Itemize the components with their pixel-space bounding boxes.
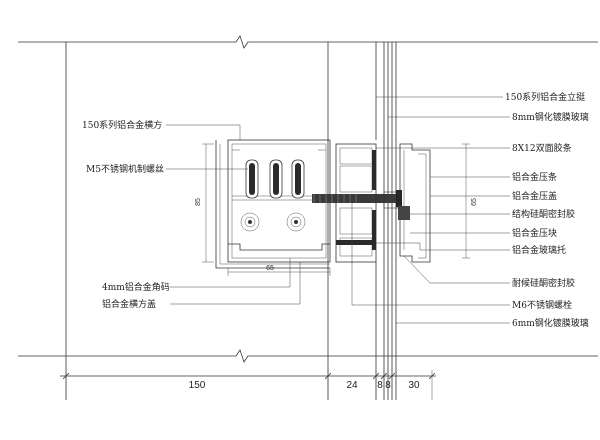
label-pressure-strip: 铝合金压条 bbox=[512, 171, 557, 183]
dim-65-right-label: 65 bbox=[471, 198, 478, 206]
screw-bosses bbox=[240, 212, 306, 232]
label-tape: 8X12双面胶条 bbox=[512, 142, 572, 154]
mullion-detail bbox=[335, 143, 377, 263]
dim-8b-label: 8 bbox=[385, 380, 391, 391]
label-m5-screw: M5不锈钢机制螺丝 bbox=[86, 163, 164, 175]
dim-8a-label: 8 bbox=[377, 380, 383, 391]
dim-150-label: 150 bbox=[189, 380, 206, 391]
label-crossbeam: 150系列铝合金横方 bbox=[82, 119, 162, 131]
m5-screws bbox=[245, 159, 305, 199]
label-weather-sealant: 耐候硅酮密封胶 bbox=[512, 277, 575, 289]
top-boundary-line bbox=[18, 35, 598, 49]
angle-code-profile bbox=[215, 140, 330, 269]
dim-65-right: 65 bbox=[462, 143, 478, 259]
label-m6-bolt: M6不锈钢螺栓 bbox=[512, 299, 572, 311]
dim-24-label: 24 bbox=[346, 380, 358, 391]
dim-85-vertical: 85 bbox=[195, 143, 214, 263]
left-annotations: 150系列铝合金横方 M5不锈钢机制螺丝 4mm铝合金角码 铝合金横方盖 bbox=[82, 119, 301, 310]
bottom-boundary-line bbox=[18, 349, 598, 363]
dim-65-bottom: 65 bbox=[227, 265, 331, 276]
label-press-cover: 铝合金压盖 bbox=[512, 190, 557, 202]
label-beam-cover: 铝合金横方盖 bbox=[102, 298, 156, 310]
label-press-block: 铝合金压块 bbox=[512, 227, 557, 239]
label-glass6: 6mm钢化镀膜玻璃 bbox=[512, 317, 589, 329]
right-annotations: 150系列铝合金立挺 8mm钢化镀膜玻璃 8X12双面胶条 铝合金压条 铝合金压… bbox=[351, 91, 589, 329]
bottom-dim-chain: 150 24 8 8 30 bbox=[60, 370, 436, 400]
m6-bolt bbox=[312, 190, 402, 207]
dim-30-label: 30 bbox=[408, 380, 420, 391]
label-glass8: 8mm钢化镀膜玻璃 bbox=[512, 111, 589, 123]
label-angle-code: 4mm铝合金角码 bbox=[102, 281, 170, 293]
dim-65-bottom-label: 65 bbox=[266, 265, 274, 272]
label-glass-holder: 铝合金玻璃托 bbox=[512, 244, 566, 256]
label-mullion: 150系列铝合金立挺 bbox=[505, 91, 585, 103]
label-structural-sealant: 结构硅酮密封胶 bbox=[512, 208, 575, 220]
dim-85-label: 85 bbox=[195, 198, 202, 206]
